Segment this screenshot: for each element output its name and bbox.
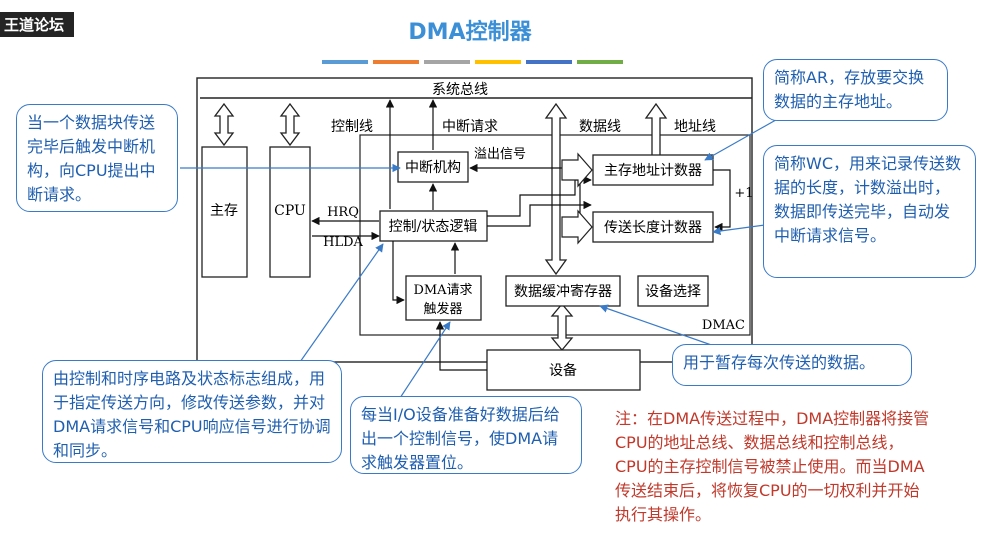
- control-to-address-arrow: [487, 175, 592, 217]
- outer-frame: [196, 77, 753, 363]
- dma-trigger-label-2: 触发器: [423, 301, 462, 317]
- interrupt-unit-label: 中断机构: [405, 160, 461, 176]
- dma-trigger-box: [405, 275, 482, 321]
- overflow-signal-label: 溢出信号: [474, 147, 526, 162]
- device-label: 设备: [549, 362, 577, 379]
- control-to-length-arrow: [487, 200, 592, 227]
- trigger-callout-pointer: [399, 321, 451, 399]
- hrq-label: HRQ: [327, 205, 359, 220]
- color-bar-segment: [475, 60, 521, 64]
- address-bus-arrow: [644, 102, 668, 157]
- interrupt-request-label: 中断请求: [442, 119, 498, 135]
- address-counter-label: 主存地址计数器: [604, 163, 702, 179]
- address-line-label: 地址线: [674, 119, 716, 135]
- data-line-label: 数据线: [579, 119, 621, 135]
- plus-one-label: +1: [734, 186, 753, 201]
- buffer-callout: 用于暂存每次传送的数据。: [672, 344, 912, 386]
- data-buffer-label: 数据缓冲寄存器: [514, 283, 612, 300]
- page-title: DMA控制器: [408, 20, 532, 45]
- wc-callout-pointer: [712, 224, 766, 236]
- wc-callout: 简称WC，用来记录传送数据的长度，计数溢出时，数据即传送完毕，自动发中断请求信号…: [763, 145, 976, 278]
- data-to-address-arrow: [561, 152, 593, 188]
- dmac-label: DMAC: [702, 318, 745, 333]
- cpu-box: [269, 146, 311, 278]
- device-buffer-arrow: [550, 302, 574, 352]
- control-to-trigger-arrow: [392, 241, 405, 305]
- title-color-bar: [322, 60, 623, 64]
- data-buffer-box: [505, 275, 621, 307]
- watermark: 王道论坛: [0, 12, 75, 37]
- note-text: 注：在DMA传送过程中，DMA控制器将接管CPU的地址总线、数据总线和控制总线，…: [615, 409, 930, 524]
- hlda-label: HLDA: [323, 235, 363, 250]
- length-counter-label: 传送长度计数器: [604, 220, 702, 236]
- data-to-length-arrow: [561, 209, 593, 245]
- buffer-callout-pointer: [599, 304, 721, 349]
- device-select-box: [637, 275, 709, 307]
- system-bus-label: 系统总线: [432, 82, 488, 98]
- main-memory-label: 主存: [210, 203, 238, 219]
- control-callout: 由控制和时序电路及状态标志组成，用于指定传送方向，修改传送参数，并对DMA请求信…: [42, 360, 342, 463]
- color-bar-segment: [373, 60, 419, 64]
- trigger-callout: 每当I/O设备准备好数据后给出一个控制信号，使DMA请求触发器置位。: [350, 396, 582, 474]
- increment-loop-arrow: [713, 169, 731, 232]
- memory-bus-arrow: [213, 102, 235, 147]
- ar-callout: 简称AR，存放要交换数据的主存地址。: [763, 59, 948, 121]
- interrupt-callout: 当一个数据块传送完毕后触发中断机构，向CPU提出中断请求。: [16, 104, 178, 212]
- address-counter-box: [592, 154, 714, 186]
- color-bar-segment: [424, 60, 470, 64]
- device-select-label: 设备选择: [645, 283, 701, 300]
- device-to-trigger-arrow: [435, 321, 487, 371]
- dma-trigger-label-1: DMA请求: [413, 283, 472, 298]
- control-logic-label: 控制/状态逻辑: [389, 219, 478, 235]
- length-counter-box: [592, 211, 714, 243]
- color-bar-segment: [526, 60, 572, 64]
- data-bus-arrow: [544, 102, 568, 276]
- control-callout-pointer: [299, 243, 384, 363]
- cpu-label: CPU: [274, 203, 306, 219]
- main-memory-box: [201, 146, 248, 278]
- control-line-label: 控制线: [331, 119, 373, 135]
- cpu-bus-arrow: [279, 102, 301, 147]
- color-bar-segment: [577, 60, 623, 64]
- color-bar-segment: [322, 60, 368, 64]
- interrupt-unit-box: [397, 151, 469, 183]
